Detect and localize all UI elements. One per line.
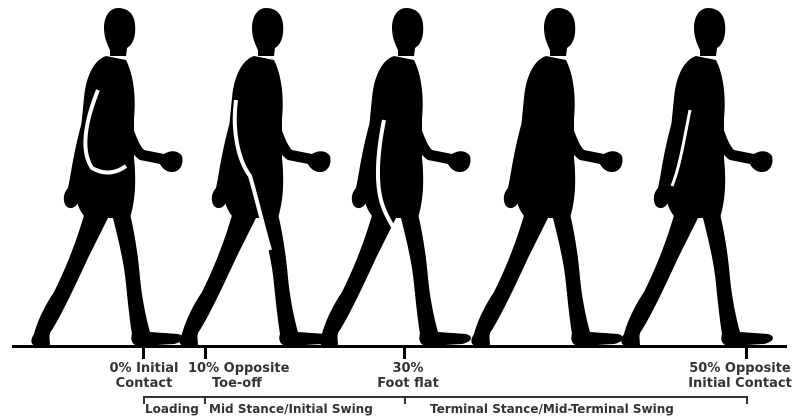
phase-bracket-end xyxy=(746,396,748,404)
event-0-line1: 0% Initial xyxy=(92,361,196,376)
event-10-line1: 10% Opposite xyxy=(188,361,298,376)
ground-line xyxy=(12,345,787,348)
event-50-line2: Initial Contact xyxy=(678,376,802,391)
walker-2 xyxy=(179,8,331,346)
event-label-10: 10% Opposite Toe-off xyxy=(188,361,298,391)
event-30-line2: Foot flat xyxy=(360,376,456,391)
tick-10 xyxy=(204,345,207,359)
event-0-line2: Contact xyxy=(92,376,196,391)
tick-50 xyxy=(745,345,748,359)
event-label-0: 0% Initial Contact xyxy=(92,361,196,391)
event-label-50: 50% Opposite Initial Contact xyxy=(678,361,802,391)
phase-bracket-divider-2 xyxy=(404,396,406,404)
walker-1 xyxy=(31,8,183,346)
phase-loading: Loading xyxy=(145,403,199,416)
phase-terminal-stance: Terminal Stance/Mid-Terminal Swing xyxy=(430,403,674,416)
walker-5 xyxy=(621,8,773,346)
event-label-30: 30% Foot flat xyxy=(360,361,456,391)
phase-bracket-line xyxy=(143,396,748,398)
tick-30 xyxy=(403,345,406,359)
walker-4 xyxy=(471,8,623,346)
event-30-line1: 30% xyxy=(360,361,456,376)
event-10-line2: Toe-off xyxy=(188,376,298,391)
walker-3 xyxy=(319,8,471,346)
phase-mid-stance: Mid Stance/Initial Swing xyxy=(209,403,373,416)
phase-bracket-divider-1 xyxy=(204,396,206,404)
event-50-line1: 50% Opposite xyxy=(678,361,802,376)
tick-0 xyxy=(142,345,145,359)
